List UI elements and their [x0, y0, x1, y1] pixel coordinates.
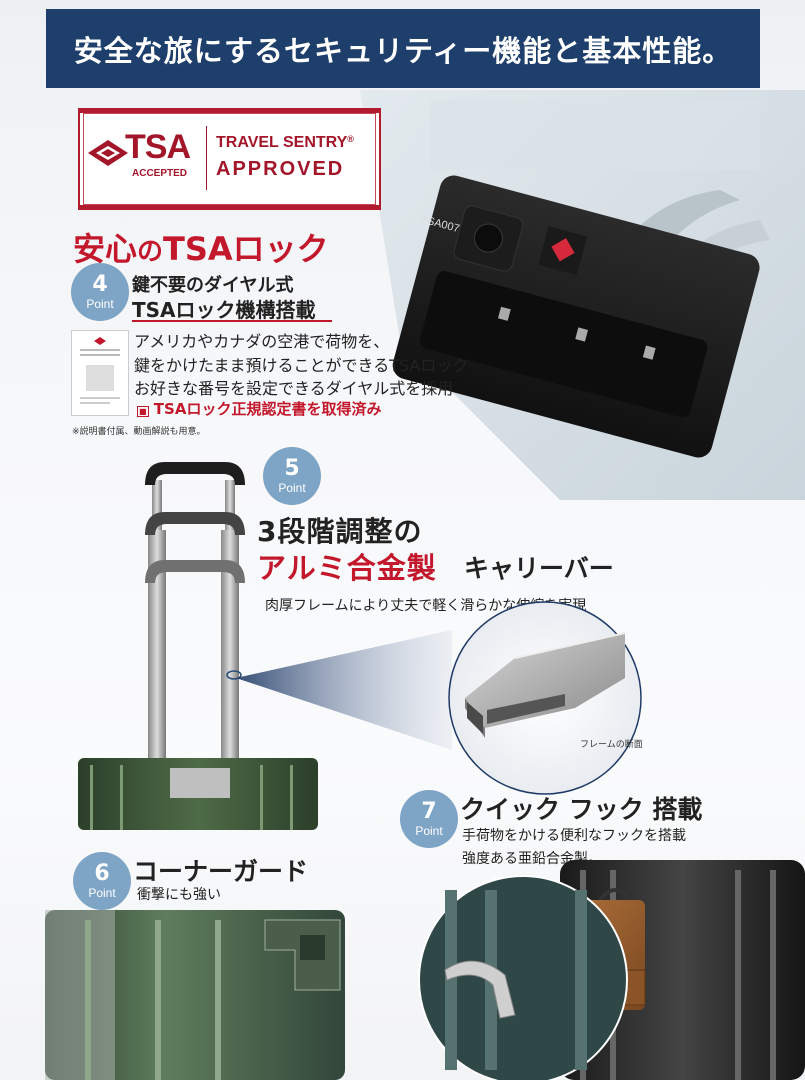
trolley-handle-illustration — [78, 462, 318, 830]
point7-title: クイック フック 搭載 — [460, 795, 703, 824]
banner-title: 安全な旅にするセキュリティー機能と基本性能。 — [73, 33, 733, 68]
point7-desc-1: 手荷物をかける便利なフックを搭載 — [462, 828, 686, 844]
tsa-travel-sentry-logo: TSA ACCEPTED TRAVEL SENTRY® APPROVED — [78, 108, 381, 210]
point5-title-3: キャリーバー — [464, 554, 614, 583]
certificate-image — [80, 337, 120, 404]
lock-background-illustration: TSA007 — [360, 90, 805, 500]
certificate-thumbnail — [71, 330, 129, 416]
tsa-diamond-icon — [88, 140, 128, 166]
corner-guard-illustration — [45, 910, 345, 1080]
point6-title: コーナーガード — [133, 857, 309, 886]
frame-cross-section-illustration — [448, 601, 642, 795]
point4-desc-3: お好きな番号を設定できるダイヤル式を採用 — [134, 379, 454, 398]
point4-desc-1: アメリカやカナダの空港で荷物を、 — [134, 332, 390, 351]
logo-top-bar — [80, 110, 379, 113]
travel-sentry-text: TRAVEL SENTRY® — [216, 134, 354, 151]
logo-bottom-bar — [80, 205, 379, 208]
point4-underline — [132, 320, 332, 322]
certified-icon: ■ — [137, 406, 149, 417]
approved-text: APPROVED — [216, 158, 345, 180]
point4-subtitle-1: 鍵不要のダイヤル式 — [132, 275, 294, 296]
point4-note: ※説明書付属、動画解説も用意。 — [72, 427, 206, 437]
point4-desc-4: ■ TSAロック正規認定書を取得済み — [137, 400, 382, 418]
point4-desc-2: 鍵をかけたまま預けることができるTSAロック — [134, 356, 469, 375]
point6-description: 衝撃にも強い — [137, 887, 221, 903]
zoom-cone-graphic — [236, 630, 452, 750]
page-banner: 安全な旅にするセキュリティー機能と基本性能。 — [46, 9, 760, 88]
point4-subtitle-2: TSAロック機構搭載 — [132, 298, 316, 322]
point5-title-1: 3段階調整の — [257, 515, 423, 548]
point5-title-2: アルミ合金製 — [257, 551, 437, 585]
logo-divider — [206, 126, 207, 190]
quick-hook-illustration — [418, 860, 805, 1080]
tsa-wordmark: TSA — [125, 128, 191, 166]
tsa-lock-heading: 安心のTSAロック — [73, 230, 329, 268]
frame-cross-section-label: フレームの断面 — [580, 740, 643, 750]
logo-inner-border — [83, 113, 376, 205]
tsa-accepted-text: ACCEPTED — [132, 168, 188, 179]
